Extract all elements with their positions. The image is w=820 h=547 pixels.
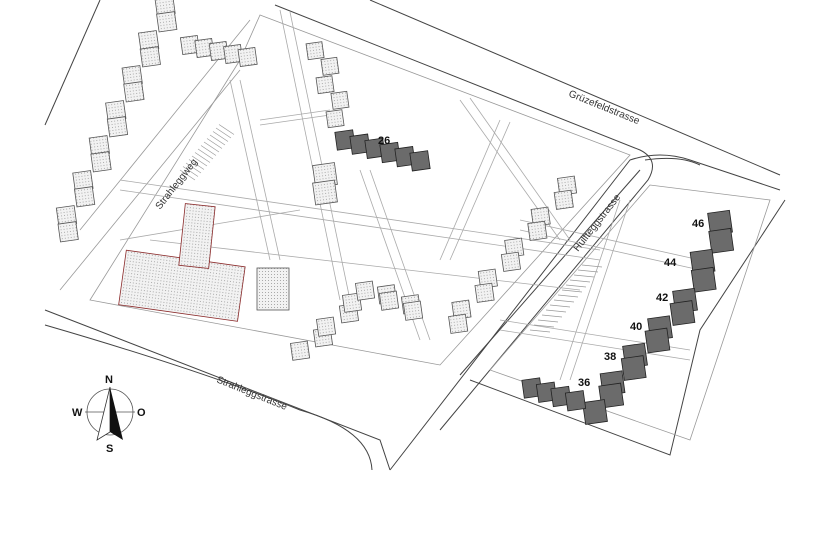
house-number-36: 36 [578,377,590,389]
existing-building [341,292,363,313]
existing-building [354,280,376,301]
existing-building [312,179,338,206]
existing-building [474,282,495,303]
roads [44,0,786,471]
house-number-40: 40 [630,321,642,333]
highlighted-building [690,266,717,293]
stair-hatch [191,155,208,167]
house-number-38: 38 [604,351,616,363]
stair-hatch [557,294,579,298]
existing-building-rows [55,0,578,361]
highlighted-building [644,327,671,354]
existing-building [57,221,79,243]
stair-hatch [549,304,571,308]
stair-hatch [533,324,555,328]
existing-building [325,109,345,129]
stair-hatch [194,152,211,163]
stair-hatch [218,124,235,135]
highlighted-building [669,300,696,326]
compass-needle-white [96,386,111,441]
existing-building [139,46,161,68]
street-label-north: Grüzefeldstrasse [567,89,642,128]
stair-hatch [182,166,199,177]
stair-hatch [553,299,575,303]
existing-building [315,75,335,95]
compass-south: S [106,443,113,455]
existing-building [553,189,574,210]
compass-north: N [105,374,113,386]
highlighted-buildings [334,129,735,425]
house-number-46: 46 [692,218,704,230]
existing-building [315,316,337,337]
street-label-west: Strahleggweg [154,157,200,212]
stair-hatch [529,329,551,333]
street-label-south: Strahleggstrasse [215,375,289,413]
stair-hatch [565,284,587,288]
stair-hatch [541,314,563,318]
compass-east: O [137,407,146,419]
stair-hatch [537,319,559,323]
existing-building [156,11,178,33]
existing-building [500,251,522,272]
stair-hatch [212,131,229,142]
stair-hatch [185,162,202,174]
existing-building [106,116,129,138]
highlighted-building [564,390,587,412]
existing-building [73,186,96,208]
highlighted-building [582,399,608,425]
highlighted-building [409,150,431,172]
stair-hatch [577,269,599,273]
existing-building [402,300,424,321]
stair-hatch [188,159,205,170]
existing-building [90,151,112,173]
stair-hatch [215,127,232,139]
highlighted-building [620,355,647,381]
compass-rose: N W O S [72,374,146,455]
house-number-42: 42 [656,292,668,304]
existing-building [378,290,400,311]
compass-west: W [72,407,83,419]
house-number-26: 26 [378,135,390,147]
stair-hatch [569,279,591,283]
stair-hatch [545,309,567,313]
existing-building [527,220,548,241]
stair-hatch [209,134,226,146]
existing-building [123,81,145,103]
existing-building [320,56,340,76]
stair-hatch [561,289,583,293]
existing-building [289,340,311,361]
stair-hatch [581,264,603,268]
stair-hatch [206,138,223,149]
stair-hatch [203,141,220,153]
stair-hatch [179,169,196,181]
stair-hatch [200,145,217,156]
existing-building [237,46,258,68]
existing-building [448,313,469,334]
house-number-44: 44 [664,257,677,269]
existing-building [305,41,325,61]
existing-building [330,90,350,110]
stair-hatch [197,148,214,160]
compass-needle-black [110,387,123,440]
stair-hatch [573,274,595,278]
highlighted-building [708,227,735,254]
other-buildings [118,124,603,333]
